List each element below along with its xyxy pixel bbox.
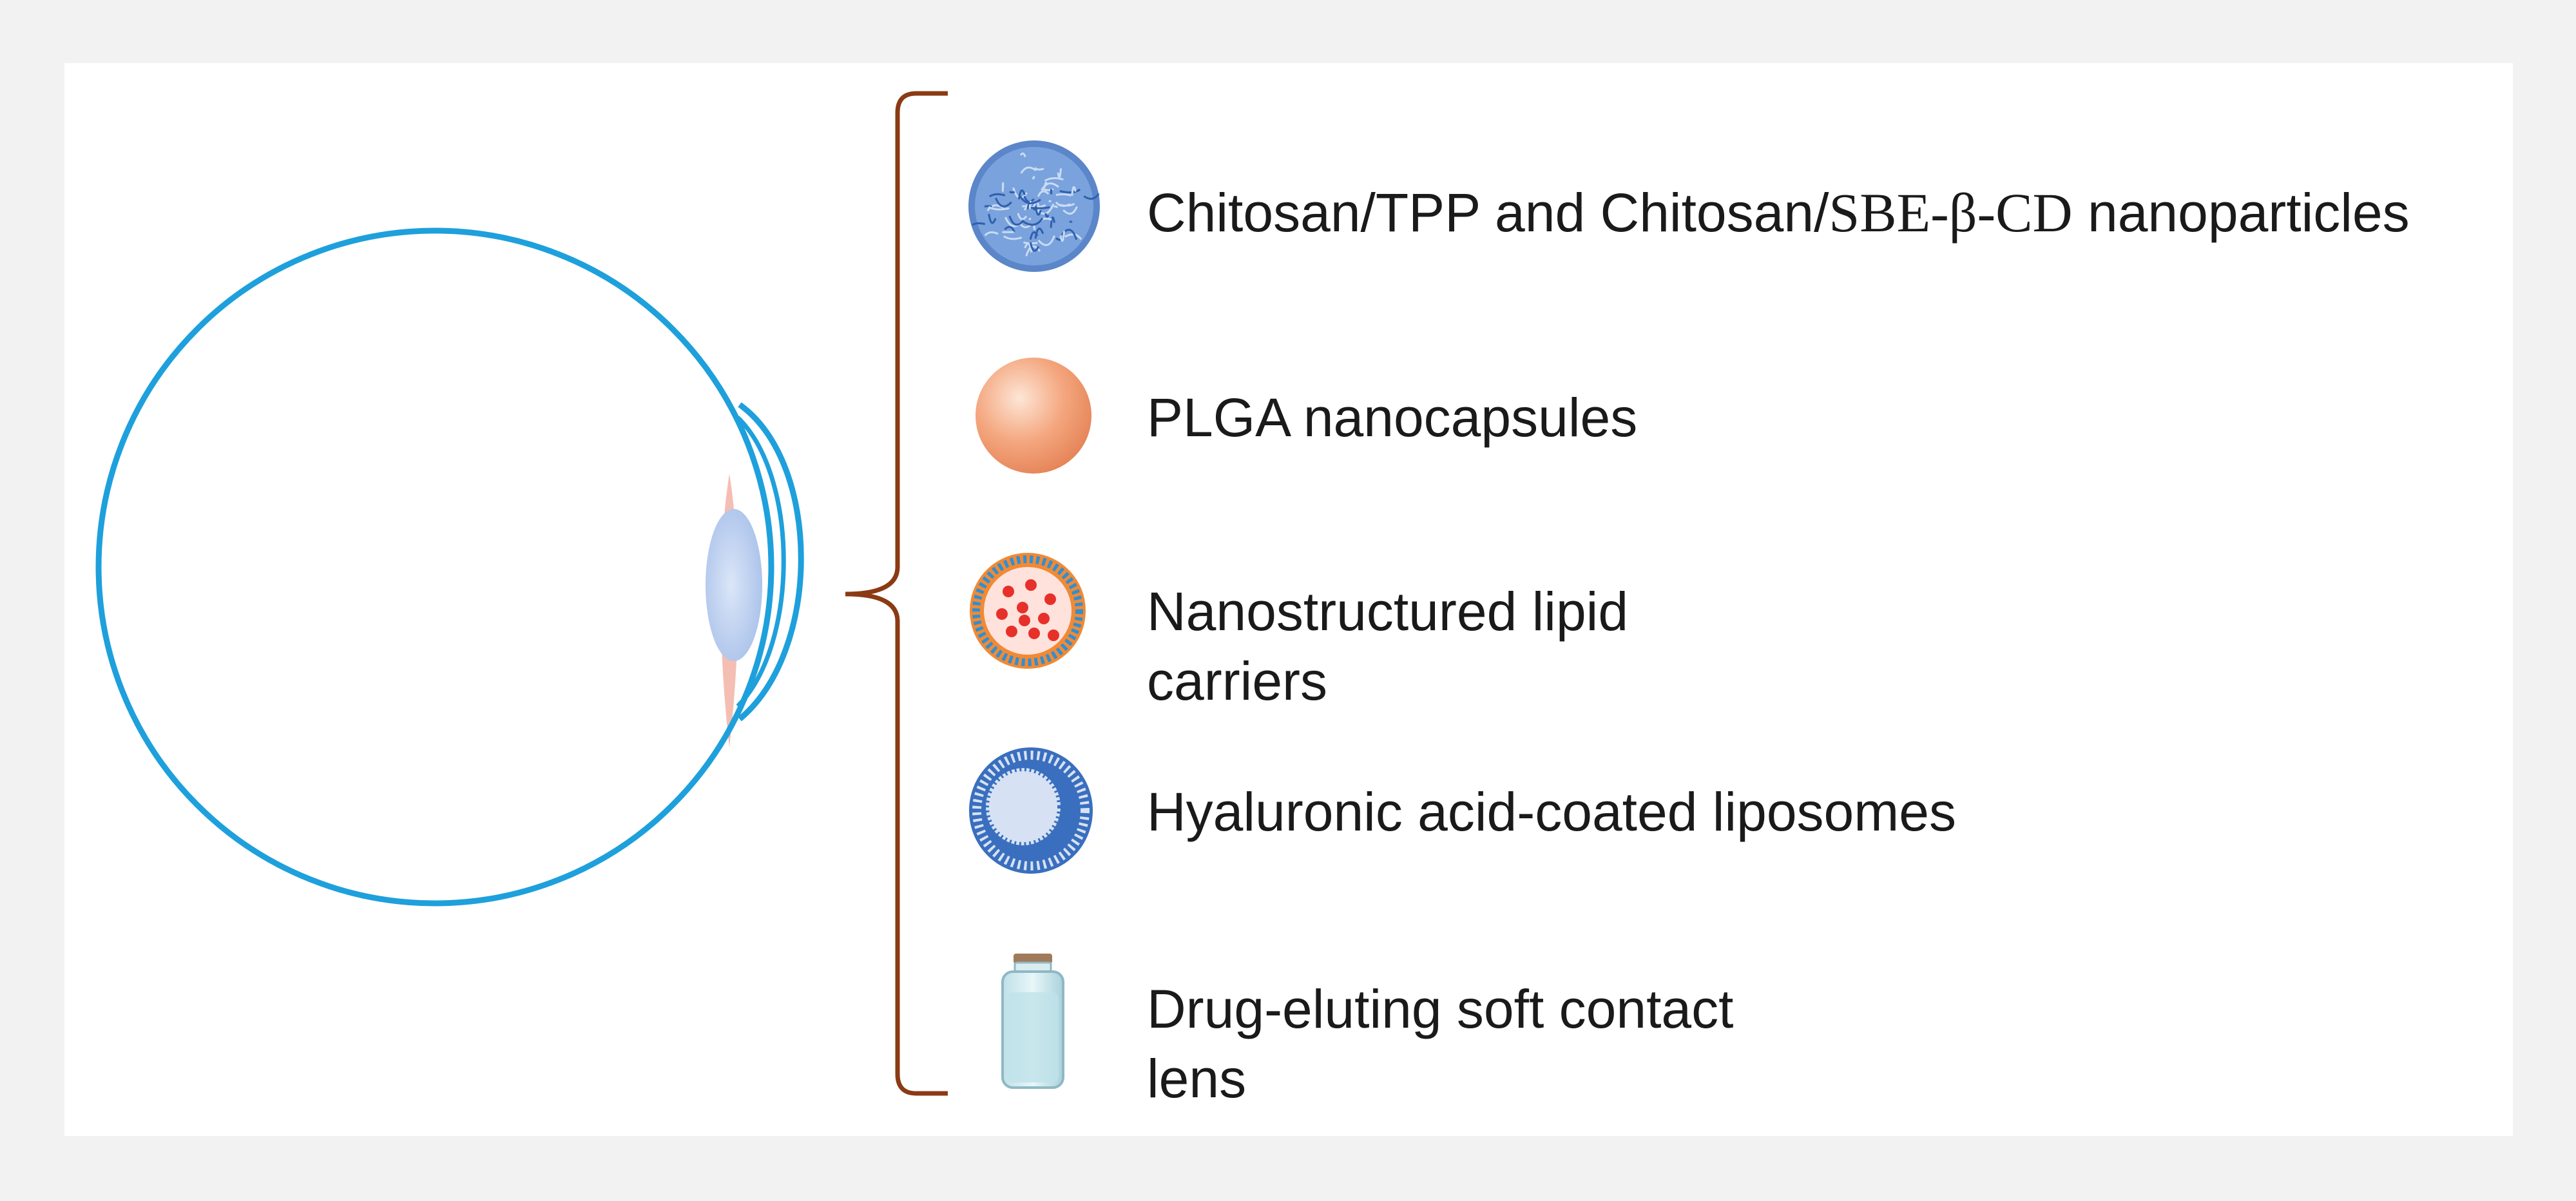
figure-panel: [64, 63, 2513, 1136]
label-hyaluronic-liposomes: Hyaluronic acid-coated liposomes: [1147, 777, 1956, 847]
lipid-carrier-icon: [970, 553, 1086, 669]
label-plga-nanocapsules: PLGA nanocapsules: [1147, 383, 1637, 452]
label-lens-line1: Drug-eluting soft contact: [1147, 979, 1734, 1039]
label-chitosan-part1: Chitosan/TPP and Chitosan/: [1147, 182, 1829, 243]
label-liposome-text: Hyaluronic acid-coated liposomes: [1147, 782, 1956, 842]
cornea-inner: [736, 416, 786, 708]
eye-illustration: [95, 227, 804, 907]
label-lens-line2: lens: [1147, 1048, 1247, 1109]
label-nanostructured-lipid-carriers: Nanostructured lipid carriers: [1147, 577, 1628, 716]
eyeball-outline: [95, 227, 774, 907]
label-nlc-line2: carriers: [1147, 651, 1328, 711]
chitosan-nanoparticle-icon: [968, 140, 1100, 272]
label-nlc-line1: Nanostructured lipid: [1147, 581, 1629, 642]
label-chitosan-part2: SBE-β-CD: [1829, 182, 2073, 244]
label-chitosan-nanoparticles: Chitosan/TPP and Chitosan/SBE-β-CD nanop…: [1147, 178, 2410, 247]
cornea-outer: [738, 402, 804, 722]
label-drug-eluting-lens: Drug-eluting soft contact lens: [1147, 974, 1733, 1113]
label-plga-text: PLGA nanocapsules: [1147, 387, 1638, 448]
label-chitosan-part3: nanoparticles: [2072, 182, 2410, 243]
plga-nanocapsule-icon: [976, 358, 1091, 474]
liposome-icon: [969, 747, 1093, 874]
grouping-bracket: [845, 91, 948, 1096]
eye-lens: [706, 509, 762, 661]
vial-icon: [1001, 954, 1064, 1089]
